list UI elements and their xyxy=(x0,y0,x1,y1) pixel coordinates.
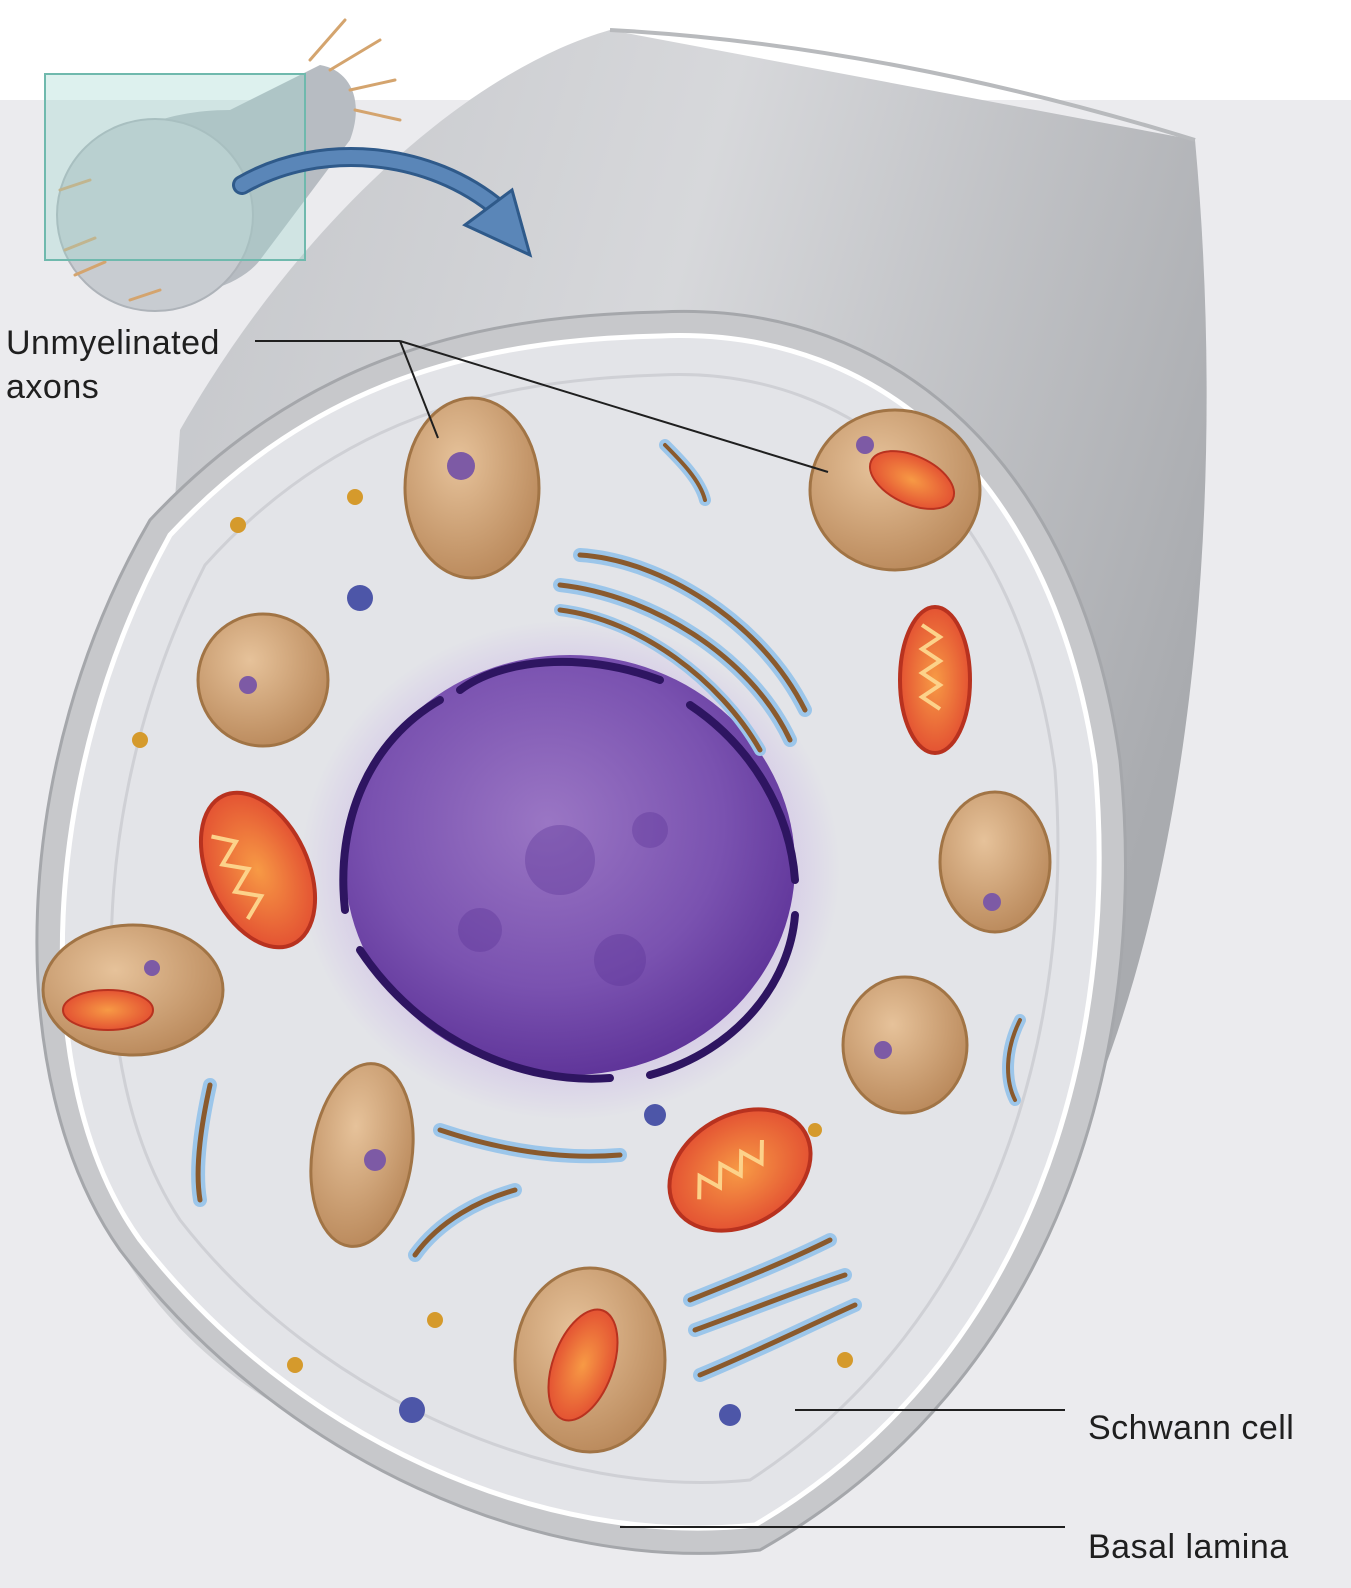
basal-lamina-label: Basal lamina xyxy=(1088,1528,1289,1566)
leader-lines xyxy=(255,340,1065,1528)
nerve-fiber-top-edge xyxy=(609,28,1196,142)
nucleus xyxy=(345,655,795,1075)
axon xyxy=(309,1062,415,1248)
mitochondrion xyxy=(667,1107,813,1233)
nerve-fiber-inset-icon xyxy=(44,18,402,312)
axons-label-line1: Unmyelinated xyxy=(6,324,220,362)
axons-leader-a xyxy=(399,340,439,439)
schwann-cell-label: Schwann cell xyxy=(1088,1409,1295,1447)
mitochondria xyxy=(198,605,972,1233)
mitochondrion xyxy=(198,790,318,950)
axon xyxy=(403,396,541,580)
chromatin xyxy=(458,812,668,986)
axon xyxy=(938,790,1052,934)
vesicles xyxy=(132,489,853,1426)
axons-leader-b xyxy=(399,340,829,473)
rough-er-stacks xyxy=(191,439,1026,1382)
axon xyxy=(513,1266,667,1454)
nuclear-envelope xyxy=(339,657,799,1083)
unmyelinated-axons xyxy=(41,396,1052,1454)
mitochondrion xyxy=(898,605,972,755)
cytoplasm-inner-shading xyxy=(109,373,1060,1484)
axon xyxy=(41,923,225,1057)
pointer-arrow-icon xyxy=(232,147,533,258)
axon xyxy=(808,408,982,572)
unmyelinated-axons-label: Unmyelinated axons xyxy=(6,321,220,409)
axon xyxy=(841,975,969,1115)
axons-label-line2: axons xyxy=(6,368,100,406)
axon xyxy=(196,612,330,748)
